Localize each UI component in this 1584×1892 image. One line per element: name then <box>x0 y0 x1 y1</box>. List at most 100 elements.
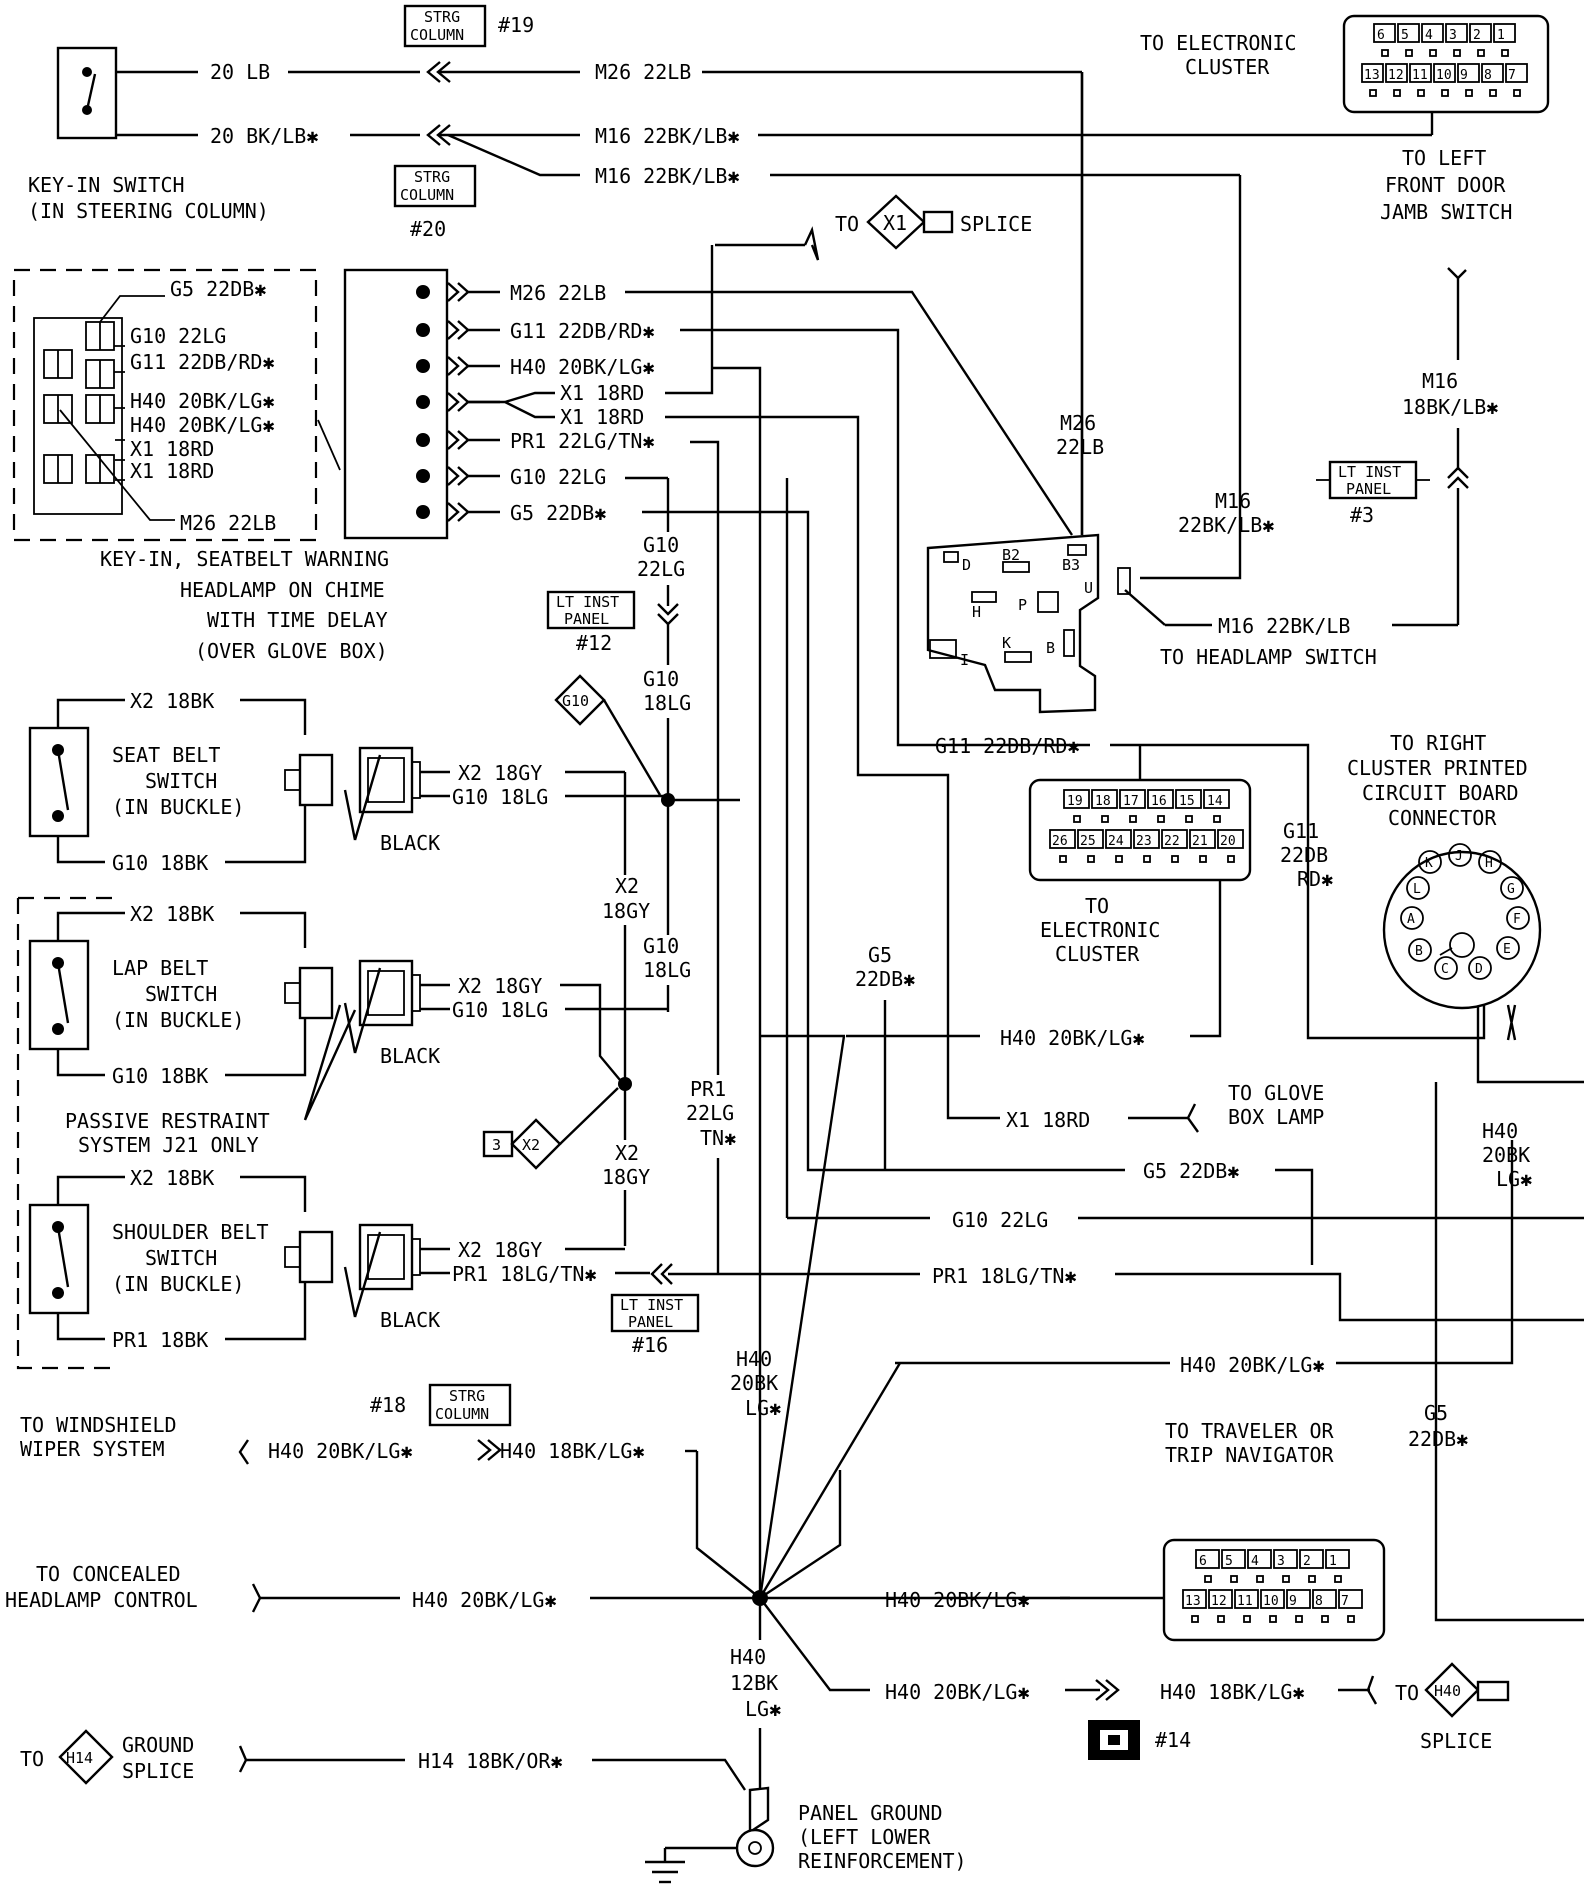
wire-label: H40 20BK/LG✱ <box>510 355 655 379</box>
svg-text:H40: H40 <box>1482 1119 1518 1143</box>
wire <box>225 805 307 864</box>
connector-arrow <box>447 320 470 340</box>
pin-number: 11 <box>1412 68 1428 83</box>
pointer-line <box>343 754 382 841</box>
svg-text:SPLICE: SPLICE <box>960 212 1032 236</box>
svg-text:COLUMN: COLUMN <box>400 186 454 204</box>
pin-number: 9 <box>1460 68 1468 83</box>
pin-lock <box>1230 1575 1238 1583</box>
pin-letter: A <box>1407 912 1415 927</box>
pin-lock <box>1453 49 1461 57</box>
wire-label: G5 22DB✱ <box>1143 1159 1239 1183</box>
svg-text:(LEFT LOWER: (LEFT LOWER <box>798 1825 931 1849</box>
pin-lock <box>1501 49 1509 57</box>
pin-lock <box>1347 1615 1355 1623</box>
pin-lock <box>1191 1615 1199 1623</box>
svg-text:G5: G5 <box>868 943 892 967</box>
svg-text:22DB✱: 22DB✱ <box>1408 1427 1468 1451</box>
svg-text:#19: #19 <box>498 13 534 37</box>
wire-label: G10 18BK <box>112 851 208 875</box>
pin-lock <box>1073 815 1081 823</box>
pin-letter: K <box>1425 856 1433 871</box>
wire-label: M16 22BK/LB✱ <box>595 164 740 188</box>
internal-wire-label: G5 22DB✱ <box>170 277 266 301</box>
connector-color: BLACK <box>380 1308 440 1332</box>
connector-cavity <box>1133 829 1160 849</box>
pin-number: 19 <box>1067 794 1083 809</box>
wire-label: X2 18GY <box>458 761 542 785</box>
wire <box>240 911 307 948</box>
x2-splice-tag: 3 X2 <box>482 1087 619 1170</box>
pin-number: 6 <box>1199 1554 1207 1569</box>
svg-text:X2: X2 <box>522 1136 540 1154</box>
pin-socket <box>1408 938 1432 962</box>
pin-lock <box>1199 855 1207 863</box>
switch-label: SWITCH <box>145 1246 217 1270</box>
svg-text:18BK/LB✱: 18BK/LB✱ <box>1402 395 1498 419</box>
svg-text:GROUND: GROUND <box>122 1733 194 1757</box>
svg-text:H40: H40 <box>730 1645 766 1669</box>
wire-label: H40 20BK/LG✱ <box>412 1588 557 1612</box>
switch-terminal <box>929 639 957 659</box>
pin-number: 13 <box>1364 68 1380 83</box>
svg-text:PANEL: PANEL <box>628 1313 673 1331</box>
connector-arrow <box>447 392 470 412</box>
pin-number: 1 <box>1497 28 1505 43</box>
wire-label: H40 20BK/LG✱ <box>268 1439 413 1463</box>
wire-label: G11 22DB/RD✱ <box>935 734 1080 758</box>
svg-text:TO: TO <box>1085 894 1109 918</box>
switch-terminal <box>1063 629 1075 657</box>
wire <box>240 698 307 735</box>
pin-number: 7 <box>1341 1594 1349 1609</box>
switch-terminal <box>1037 591 1059 613</box>
switch-contact <box>52 1287 64 1299</box>
key-in-label: KEY-IN SWITCH <box>28 173 185 197</box>
wire <box>240 1175 307 1212</box>
svg-text:TRIP NAVIGATOR: TRIP NAVIGATOR <box>1165 1443 1335 1467</box>
connector-housing <box>298 753 334 807</box>
svg-text:M16 22BK/LB: M16 22BK/LB <box>1218 614 1350 638</box>
pointer-line <box>343 1231 382 1318</box>
switch-label: SEAT BELT <box>112 743 220 767</box>
pin-number: 10 <box>1436 68 1452 83</box>
svg-text:PANEL: PANEL <box>1346 480 1391 498</box>
pin-letter: D <box>1475 962 1483 977</box>
pin-socket <box>1400 906 1424 930</box>
svg-text:HEADLAMP CONTROL: HEADLAMP CONTROL <box>5 1588 198 1612</box>
connector-cavity <box>1105 829 1132 849</box>
svg-text:G11: G11 <box>1283 819 1319 843</box>
connector-arrow <box>447 356 470 376</box>
wire <box>56 1175 125 1205</box>
connector-cavity <box>1325 1549 1350 1569</box>
svg-text:STRG: STRG <box>414 168 450 186</box>
wire <box>56 1049 105 1077</box>
h14-splice-tag: H14 <box>58 1729 114 1785</box>
wire-label: PR1 22LG/TN✱ <box>510 429 655 453</box>
svg-text:KEY-IN, SEATBELT WARNING: KEY-IN, SEATBELT WARNING <box>100 547 389 571</box>
wire-label: X2 18GY <box>458 974 542 998</box>
pin-socket <box>1496 936 1520 960</box>
svg-text:22DB✱: 22DB✱ <box>855 967 915 991</box>
svg-text:WITH TIME DELAY: WITH TIME DELAY <box>207 608 388 632</box>
module-terminal <box>416 505 430 519</box>
wire-label: 20 LB <box>210 60 270 84</box>
pin-number: 22 <box>1164 834 1180 849</box>
terminal-letter: K <box>1002 634 1011 652</box>
pin-number: 20 <box>1220 834 1236 849</box>
switch-contact <box>52 810 64 822</box>
pin-number: 2 <box>1303 1554 1311 1569</box>
connector-latch <box>411 1238 421 1276</box>
pin-socket <box>1478 850 1502 874</box>
h40-splice-tag: H40 <box>1424 1662 1510 1718</box>
svg-text:LG✱: LG✱ <box>1496 1167 1532 1191</box>
svg-text:ELECTRONIC: ELECTRONIC <box>1040 918 1160 942</box>
connector-housing <box>298 966 334 1020</box>
svg-text:20BK: 20BK <box>730 1371 778 1395</box>
wire-label: X2 18BK <box>130 902 214 926</box>
switch-terminal <box>1117 567 1131 595</box>
wire <box>56 698 125 728</box>
